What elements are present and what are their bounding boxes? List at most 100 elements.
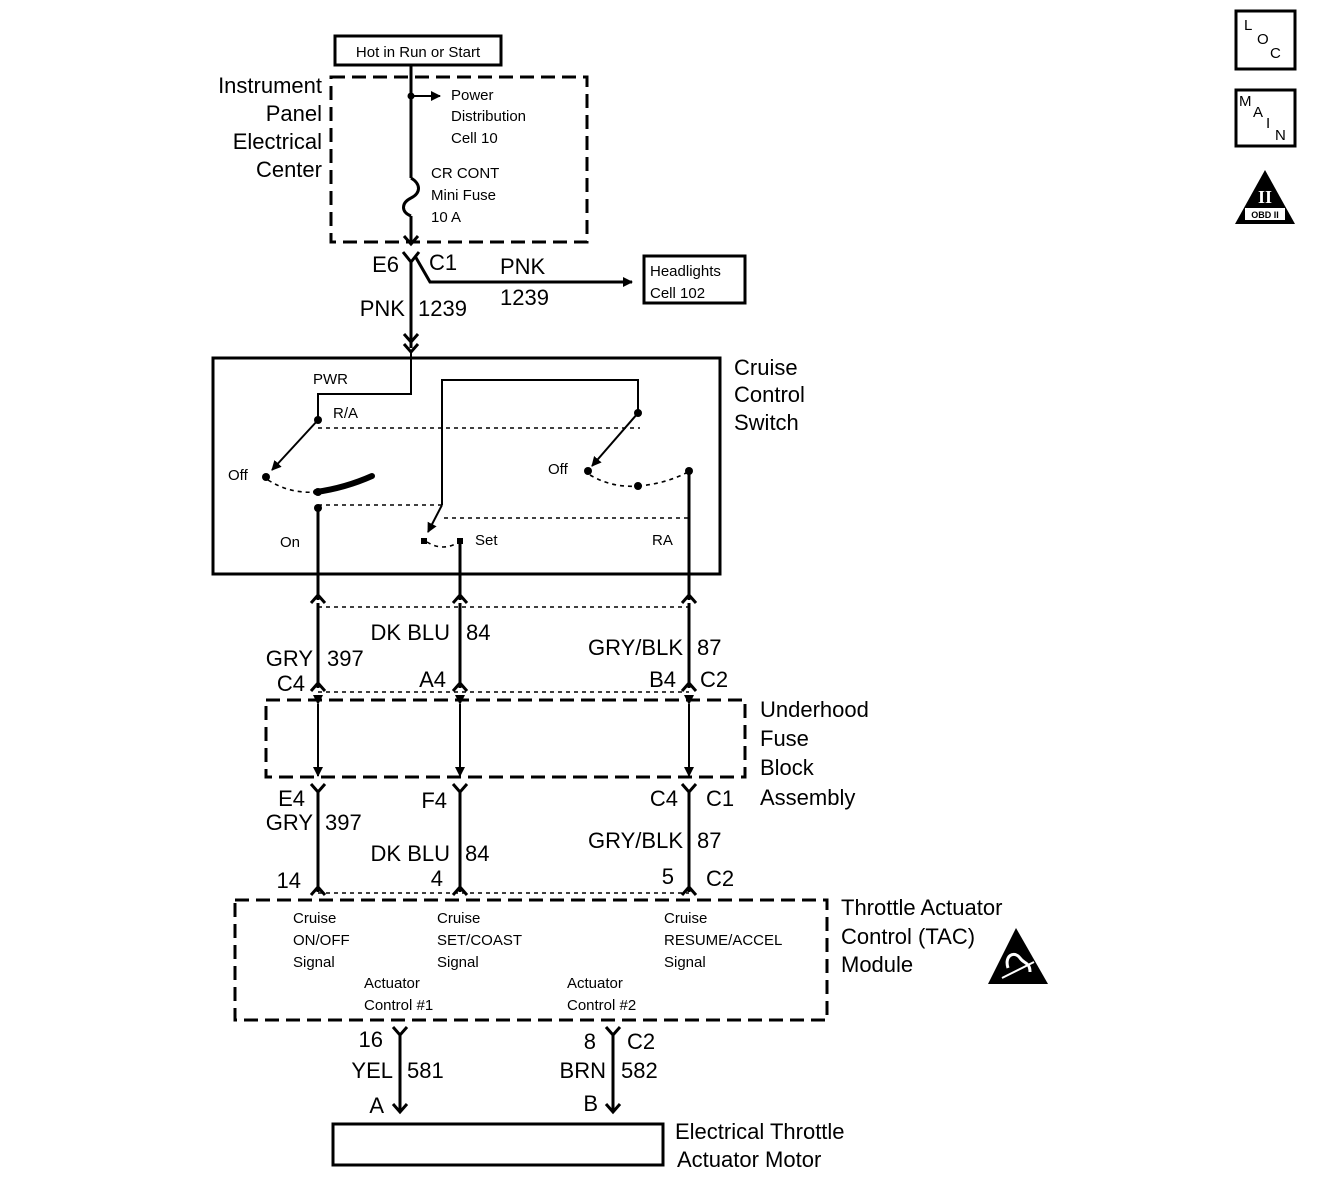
underhood-name-line4: Assembly <box>760 785 855 810</box>
loc-letter-c: C <box>1270 45 1281 62</box>
motor-brn-circuit: 582 <box>621 1058 658 1083</box>
tac-act1-line1: Actuator <box>364 975 420 992</box>
tac-onoff-line1: Cruise <box>293 910 336 927</box>
power-source-box: Hot in Run or Start <box>333 34 503 67</box>
main-letter-a: A <box>1253 104 1263 121</box>
main-letter-n: N <box>1275 127 1286 144</box>
cruise-switch-name-line3: Switch <box>734 410 799 435</box>
underhood-name-line2: Fuse <box>760 726 809 751</box>
obd-label: OBD II <box>1251 210 1279 220</box>
fuse-line1: CR CONT <box>431 165 499 182</box>
lower-dkblu-circuit: 84 <box>465 841 489 866</box>
fuse-symbol <box>402 176 420 218</box>
tac-name-line3: Module <box>841 952 913 977</box>
upper-gry-pin: C4 <box>277 671 305 696</box>
upper-gryblk-color: GRY/BLK <box>588 635 683 660</box>
lower-dkblu-color: DK BLU <box>371 841 450 866</box>
tac-resume-line3: Signal <box>664 954 706 971</box>
upper-dkblu-color: DK BLU <box>371 620 450 645</box>
upper-gryblk-circuit: 87 <box>697 635 721 660</box>
power-dist-line3: Cell 10 <box>451 130 498 147</box>
wire-color-pnk: PNK <box>360 296 406 321</box>
cruise-switch-name-line1: Cruise <box>734 355 798 380</box>
tac-act1-line2: Control #1 <box>364 997 433 1014</box>
upper-gry-circuit: 397 <box>327 646 364 671</box>
switch-label-on: On <box>280 534 300 551</box>
tac-name-line1: Throttle Actuator <box>841 895 1002 920</box>
tac-module-box[interactable] <box>233 898 829 1022</box>
switch-label-off-right: Off <box>548 461 569 478</box>
switch-label-ra: RA <box>652 532 673 549</box>
lower-gry-circuit: 397 <box>325 810 362 835</box>
lower-gryblk-pin-top: C4 <box>650 786 678 811</box>
lower-gryblk-circuit: 87 <box>697 828 721 853</box>
main-letter-i: I <box>1266 115 1270 132</box>
motor-yel-pin-bottom: A <box>369 1093 384 1118</box>
cruise-switch-name-line2: Control <box>734 382 805 407</box>
switch-label-ra-top: R/A <box>333 405 358 422</box>
upper-gryblk-connector: C2 <box>700 667 728 692</box>
underhood-fuse-block-box[interactable] <box>264 698 747 779</box>
lower-gryblk-pin-bottom: 5 <box>662 864 674 889</box>
lower-gry-color: GRY <box>266 810 314 835</box>
underhood-name-line1: Underhood <box>760 697 869 722</box>
motor-yel-circuit: 581 <box>407 1058 444 1083</box>
motor-brn-color: BRN <box>560 1058 606 1083</box>
headlights-box[interactable]: Headlights Cell 102 <box>642 254 747 305</box>
obd-numeral: II <box>1258 187 1272 207</box>
lower-gryblk-connector-top: C1 <box>706 786 734 811</box>
underhood-name-line3: Block <box>760 755 815 780</box>
tac-setcoast-line2: SET/COAST <box>437 932 522 949</box>
tac-setcoast-line1: Cruise <box>437 910 480 927</box>
lower-dkblu-pin-top: F4 <box>421 788 447 813</box>
electrical-throttle-actuator-motor-box[interactable] <box>331 1122 665 1167</box>
branch-wire-circuit: 1239 <box>500 285 549 310</box>
switch-label-pwr: PWR <box>313 371 348 388</box>
upper-dkblu-circuit: 84 <box>466 620 490 645</box>
obd-ii-icon[interactable]: II OBD II <box>1235 170 1295 224</box>
lower-gryblk-connector-bottom: C2 <box>706 866 734 891</box>
ipec-name-line4: Center <box>256 157 322 182</box>
power-source-label: Hot in Run or Start <box>356 44 481 61</box>
fuse-line2: Mini Fuse <box>431 187 496 204</box>
wire-circuit-1239: 1239 <box>418 296 467 321</box>
switch-label-off-left: Off <box>228 467 249 484</box>
main-letter-m: M <box>1239 93 1252 110</box>
motor-brn-pin-bottom: B <box>583 1091 598 1116</box>
power-dist-line1: Power <box>451 87 494 104</box>
tac-onoff-line3: Signal <box>293 954 335 971</box>
ipec-name-line3: Electrical <box>233 129 322 154</box>
lower-gry-pin-bottom: 14 <box>277 868 301 893</box>
lower-gryblk-color: GRY/BLK <box>588 828 683 853</box>
connector-c1: C1 <box>429 250 457 275</box>
tac-act2-line1: Actuator <box>567 975 623 992</box>
lower-gry-pin-top: E4 <box>278 786 305 811</box>
ipec-name-line2: Panel <box>266 101 322 126</box>
motor-brn-pin-top: 8 <box>584 1029 596 1054</box>
cruise-control-switch-box[interactable] <box>211 356 722 576</box>
motor-name-line2: Actuator Motor <box>677 1147 821 1172</box>
power-dist-line2: Distribution <box>451 108 526 125</box>
upper-gryblk-pin: B4 <box>649 667 676 692</box>
headlights-line2: Cell 102 <box>650 285 705 302</box>
headlights-line1: Headlights <box>650 263 721 280</box>
main-icon[interactable]: M A I N <box>1234 88 1297 148</box>
tac-setcoast-line3: Signal <box>437 954 479 971</box>
tac-resume-line2: RESUME/ACCEL <box>664 932 782 949</box>
tac-act2-line2: Control #2 <box>567 997 636 1014</box>
wire-pnk-headlights[interactable] <box>413 255 633 287</box>
motor-brn-connector: C2 <box>627 1029 655 1054</box>
tac-resume-line1: Cruise <box>664 910 707 927</box>
motor-yel-pin-top: 16 <box>359 1027 383 1052</box>
switch-label-set: Set <box>475 532 498 549</box>
upper-dkblu-pin: A4 <box>419 667 446 692</box>
ipec-box <box>329 75 589 244</box>
ipec-name-line1: Instrument <box>218 73 322 98</box>
branch-wire-color: PNK <box>500 254 546 279</box>
esd-warning-icon <box>988 928 1048 984</box>
fuse-line3: 10 A <box>431 209 461 226</box>
loc-letter-l: L <box>1244 17 1252 34</box>
pin-e6: E6 <box>372 252 399 277</box>
loc-icon[interactable]: L O C <box>1234 9 1297 71</box>
